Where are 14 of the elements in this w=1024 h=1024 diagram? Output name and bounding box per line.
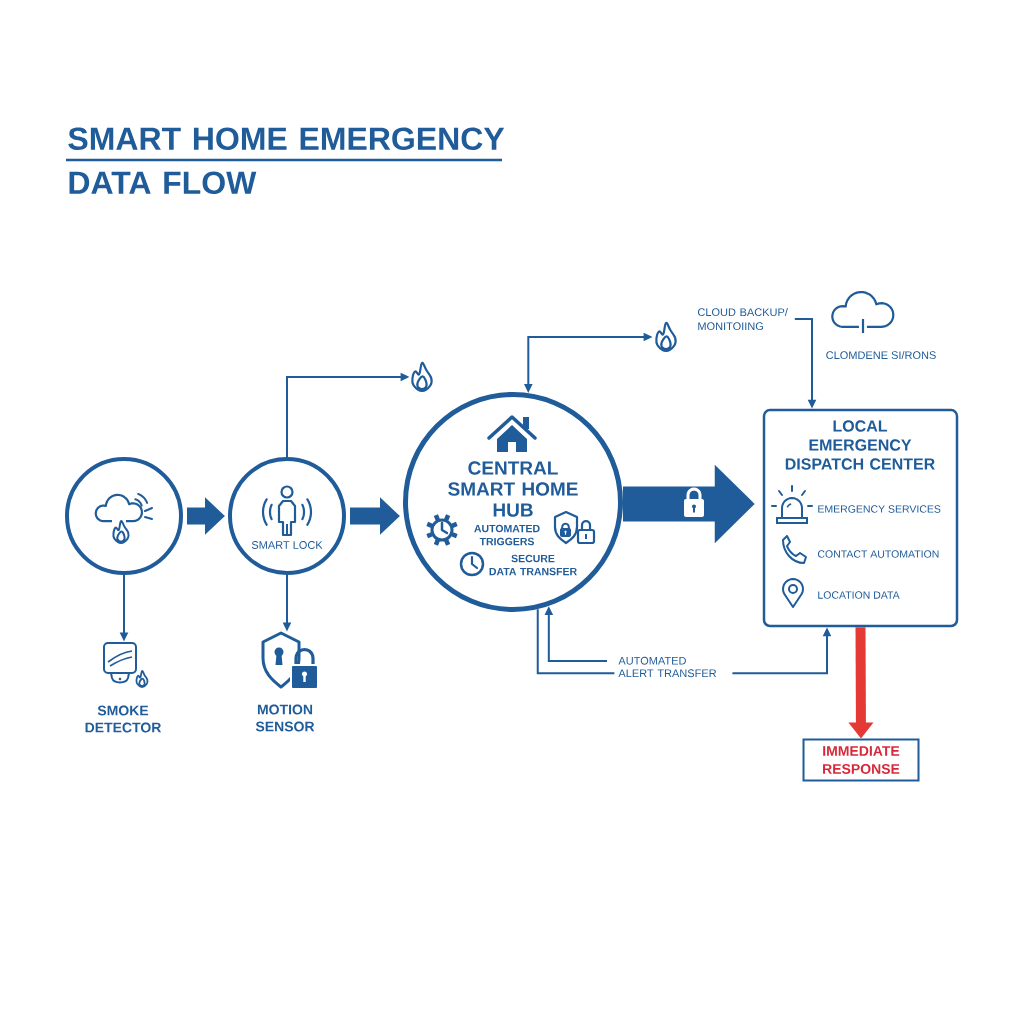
device-label: MOTION SENSOR <box>255 704 315 732</box>
annotation-text: CLOUD BACKUP/ MONITOIING <box>697 307 788 331</box>
feature-label: AUTOMATED TRIGGERS <box>474 524 540 546</box>
text-label: CLOMDENE SI/RONS <box>826 350 936 360</box>
feature-label: SECURE DATA TRANSFER <box>489 554 577 576</box>
service-label: EMERGENCY SERVICES <box>818 505 941 513</box>
flame-icon <box>411 361 433 393</box>
title: SMART HOME EMERGENCY DATA FLOW <box>66 127 505 195</box>
service-label: LOCATION DATA <box>818 591 900 599</box>
service-label: CONTACT AUTOMATION <box>817 550 939 558</box>
response-box: IMMEDIATE RESPONSE <box>802 738 920 782</box>
device-label: SMOKE DETECTOR <box>85 705 162 733</box>
flame-icon <box>655 321 677 353</box>
edge-label: AUTOMATED ALERT TRANSFER <box>614 652 733 682</box>
